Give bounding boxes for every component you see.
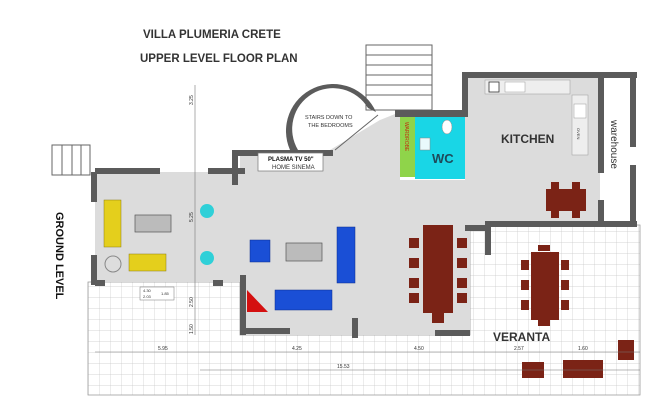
stool: [200, 251, 214, 265]
area-box-value: 4.30: [143, 288, 152, 293]
ground-level-label: GROUND LEVEL: [53, 212, 65, 300]
dim-v4: 1.50: [189, 324, 195, 334]
warehouse-label: warehouse: [608, 119, 619, 169]
dim-v2: 5.25: [189, 212, 195, 222]
dim-5: 1.60: [578, 346, 588, 352]
blue-sofas: [249, 226, 356, 311]
wardrobe: [400, 117, 415, 177]
sink-icon: [419, 137, 431, 151]
area-box-value: 1.85: [161, 291, 170, 296]
area-box-value: 2.03: [143, 294, 152, 299]
plan-title: VILLA PLUMERIA CRETE: [143, 29, 281, 41]
fireplace: [247, 290, 268, 312]
dining-table: [409, 225, 467, 323]
tv-label-2: HOME SINEMA: [272, 165, 315, 171]
dim-v3: 2.50: [189, 297, 195, 307]
ground-stairs: [51, 144, 91, 176]
toilet-icon: [441, 119, 453, 135]
dimension-lines: [95, 85, 640, 371]
dim-4: 2.57: [514, 346, 524, 352]
yellow-sofas: [103, 199, 167, 272]
kitchen-table: [546, 182, 586, 218]
exterior-stairs: [365, 44, 433, 111]
kitchen-counters: OVEN: [484, 79, 589, 156]
veranta-label: VERANTA: [493, 330, 550, 344]
kitchen-label: KITCHEN: [501, 132, 554, 146]
round-table: [104, 255, 122, 273]
dim-v1: 3.25: [189, 95, 195, 105]
coffee-table-center: [285, 242, 323, 262]
stool: [200, 204, 214, 218]
plan-subtitle: UPPER LEVEL FLOOR PLAN: [140, 53, 298, 65]
wc-label: WC: [432, 151, 454, 166]
coffee-table-left: [134, 214, 172, 233]
dim-1: 5.95: [158, 346, 168, 352]
veranta-table: [521, 245, 569, 326]
wardrobe-label: WARDROBE: [403, 122, 409, 152]
stairs-label-2: THE BEDROOMS: [308, 123, 353, 129]
tv-label-1: PLASMA TV 50": [268, 157, 314, 163]
stairs-diagonal: [334, 114, 379, 151]
dim-3: 4.50: [414, 346, 424, 352]
tv-unit: PLASMA TV 50" HOME SINEMA: [257, 152, 324, 172]
dim-2: 4.25: [292, 346, 302, 352]
stairs-label-1: STAIRS DOWN TO: [305, 115, 353, 121]
area-box: 4.30 2.03 1.85: [139, 286, 175, 301]
walls: [91, 72, 637, 338]
oven-label: OVEN: [576, 128, 581, 139]
dim-total: 15.53: [337, 364, 350, 370]
